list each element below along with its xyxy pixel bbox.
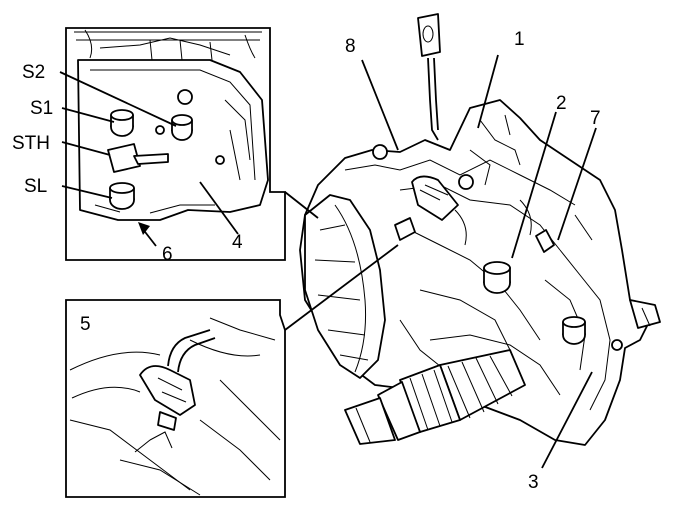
vent-fitting-7 [535,229,555,253]
arrow-6-icon [138,222,150,235]
label-sth: STH [12,133,50,154]
inset-top-leader [284,191,319,219]
leader-7 [557,127,597,241]
connector-5-location [394,217,416,241]
leader-s2 [59,71,177,127]
label-6: 6 [162,244,173,265]
leader-sth [61,141,111,156]
leader-4 [199,181,239,235]
leader-s1 [61,107,115,123]
connector-5 [139,365,196,416]
speed-sensor-lower [562,316,586,345]
label-2: 2 [556,93,567,114]
solenoid-s1 [110,109,134,137]
leader-3 [541,371,593,469]
label-1: 1 [514,29,525,50]
label-sl: SL [24,176,47,197]
shift-cable [427,57,439,141]
solenoid-s2 [171,114,193,141]
valve-body [77,59,269,221]
drive-shaft-boot [344,349,526,445]
label-5: 5 [80,314,91,335]
solenoid-sth [107,143,169,173]
breather-hose [411,175,459,221]
label-8: 8 [345,36,356,57]
transaxle-assembly [299,13,661,446]
label-7: 7 [590,108,601,129]
inset-valve-body [65,27,286,261]
leader-8 [361,59,399,151]
leader-sl [61,185,113,199]
inset-bottom-leader [284,244,399,331]
cable-end-fitting [417,13,441,57]
solenoid-sl [109,182,135,210]
label-s2: S2 [22,62,45,83]
inset-connector [65,299,286,498]
label-3: 3 [528,472,539,493]
speed-sensor-2 [483,261,511,294]
label-4: 4 [232,232,243,253]
leader-2 [511,111,557,259]
leader-1 [477,54,499,129]
label-s1: S1 [30,98,53,119]
